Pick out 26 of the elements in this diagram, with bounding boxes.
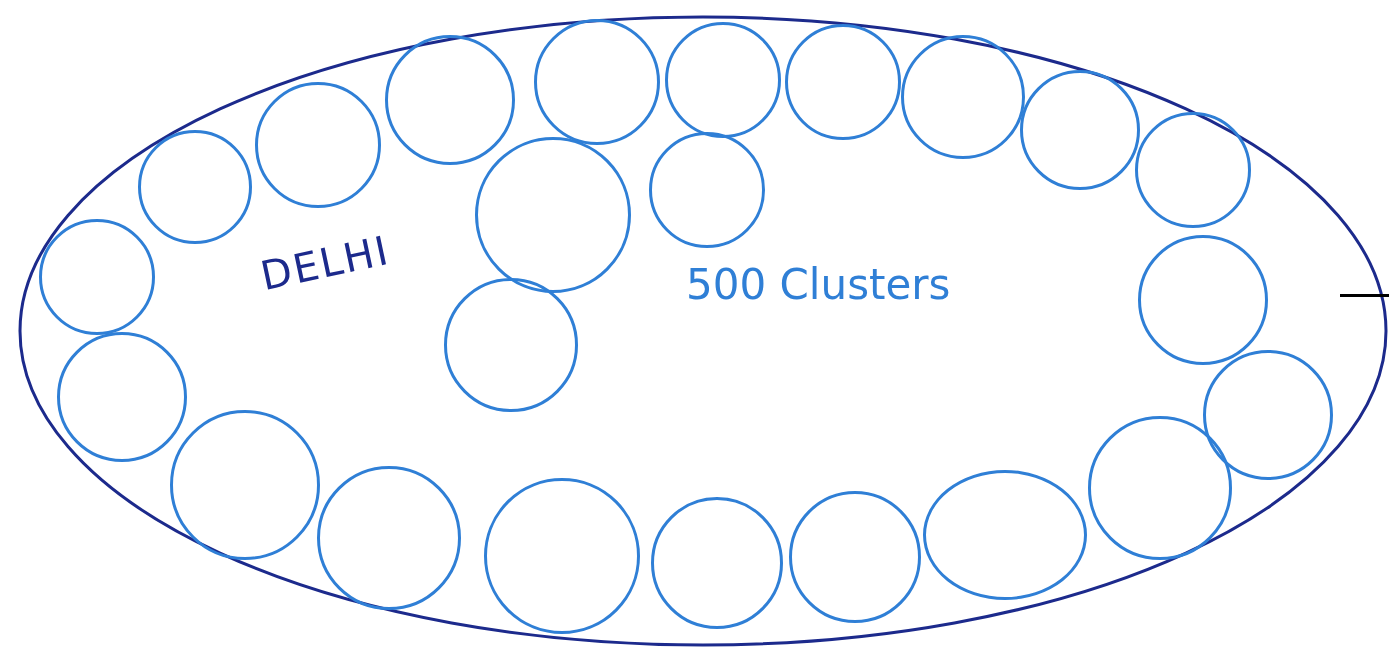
cluster-circle — [1135, 112, 1251, 228]
cluster-circle — [475, 137, 631, 293]
cluster-circle — [1020, 70, 1140, 190]
cluster-circle — [444, 278, 578, 412]
region-label: DELHI — [255, 225, 395, 302]
cluster-circle — [651, 497, 783, 629]
cluster-circle — [484, 478, 640, 634]
cluster-circle — [923, 470, 1087, 600]
cluster-circle — [39, 219, 155, 335]
cluster-circle — [170, 410, 320, 560]
cluster-circle — [785, 24, 901, 140]
cluster-circle — [1138, 235, 1268, 365]
cluster-count-label: 500 Clusters — [686, 259, 951, 311]
region-ellipse — [18, 15, 1388, 647]
cluster-circle — [317, 466, 461, 610]
cluster-circle — [534, 19, 660, 145]
cluster-circle — [1203, 350, 1333, 480]
cluster-circle — [789, 491, 921, 623]
cluster-circle — [385, 35, 515, 165]
cluster-circle — [901, 35, 1025, 159]
cluster-circle — [138, 130, 252, 244]
cluster-circle — [665, 22, 781, 138]
cluster-circle — [649, 132, 765, 248]
cluster-circle — [1088, 416, 1232, 560]
cluster-circle — [255, 82, 381, 208]
cluster-circle — [57, 332, 187, 462]
